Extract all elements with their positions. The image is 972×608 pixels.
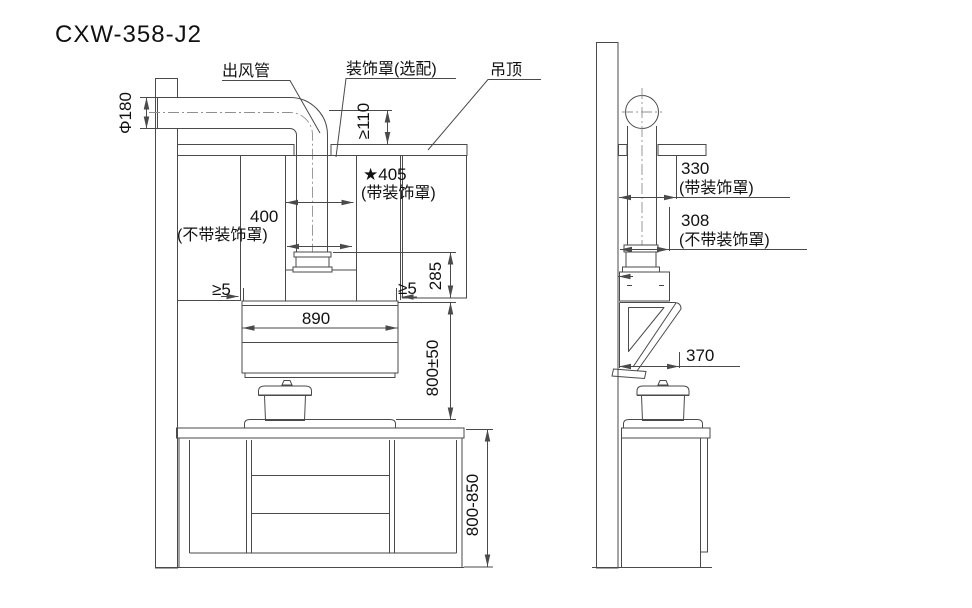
dim-width-with-cover-note: (带装饰罩) — [361, 184, 436, 202]
front-pot — [258, 380, 312, 421]
ceiling-label: 吊顶 — [490, 61, 522, 79]
side-base-cabinet — [592, 437, 712, 568]
side-pot — [636, 380, 690, 421]
front-dimensions: Φ180 ≥110 ★405 (带装饰罩) 400 (不带装饰罩) ≥5 ≥5 … — [116, 92, 493, 568]
side-wall-brick-section — [596, 42, 619, 569]
dim-width-with-cover: ★405 — [363, 165, 407, 184]
dim-counter-height: 800-850 — [463, 474, 482, 536]
outlet-pipe-label: 出风管 — [222, 62, 270, 80]
front-wall-brick-section — [155, 78, 178, 569]
dim-hood-width: 890 — [302, 309, 330, 328]
dim-ceiling-clearance: ≥110 — [354, 103, 373, 139]
dim-upper-height: 285 — [426, 262, 445, 290]
front-chimney-cover — [285, 155, 357, 302]
side-ceiling — [618, 144, 707, 156]
front-base-cabinet — [155, 437, 464, 568]
side-hob — [623, 419, 703, 429]
front-callouts: 出风管 装饰罩(选配) 吊顶 — [222, 60, 541, 158]
side-chimney — [618, 244, 670, 302]
dim-depth-with-cover-note: (带装饰罩) — [679, 179, 754, 197]
decorative-cover-label: 装饰罩(选配) — [346, 60, 437, 78]
front-outlet-duct — [149, 97, 328, 266]
dim-depth-without-cover: 308 — [681, 211, 709, 230]
front-countertop — [176, 427, 465, 439]
side-motor-box — [619, 271, 670, 302]
model-title: CXW-358-J2 — [55, 21, 202, 48]
front-motor-box — [285, 269, 357, 302]
front-hood-body — [241, 288, 399, 378]
dim-width-without-cover-note: (不带装饰罩) — [177, 226, 268, 244]
side-outlet-duct — [622, 88, 662, 266]
side-hood-body — [611, 302, 682, 380]
side-countertop — [621, 427, 711, 439]
dim-right-clearance: ≥5 — [398, 279, 417, 298]
dim-depth-with-cover: 330 — [681, 159, 709, 178]
side-dimensions: 330 (带装饰罩) 308 (不带装饰罩) 370 — [619, 155, 807, 370]
dim-mounting-height: 800±50 — [423, 340, 442, 397]
dim-hood-depth: 370 — [686, 346, 714, 365]
dim-left-clearance: ≥5 — [212, 280, 231, 299]
dim-width-without-cover: 400 — [250, 207, 278, 226]
front-hob — [244, 419, 396, 429]
front-ceiling — [177, 144, 468, 156]
dim-pipe-diameter: Φ180 — [116, 92, 135, 134]
front-view: 出风管 装饰罩(选配) 吊顶 Φ180 ≥110 ★405 (带装饰罩) 400… — [116, 60, 541, 569]
dim-depth-without-cover-note: (不带装饰罩) — [679, 231, 770, 249]
duct-centerline — [149, 112, 313, 266]
side-view: 330 (带装饰罩) 308 (不带装饰罩) 370 — [592, 42, 807, 569]
